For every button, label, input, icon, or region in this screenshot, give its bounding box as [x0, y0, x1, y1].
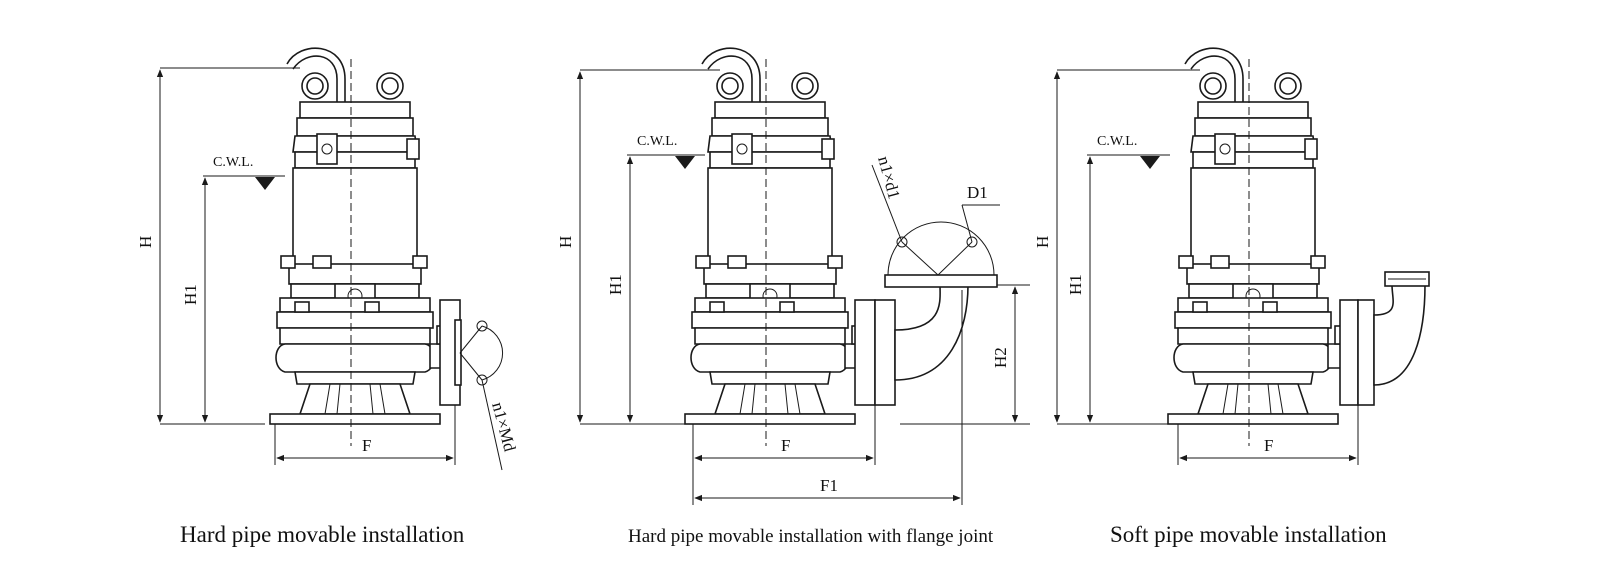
- f1-label: F1: [820, 476, 838, 495]
- h1-label-middle: H1: [606, 274, 625, 295]
- caption-left: Hard pipe movable installation: [180, 522, 465, 547]
- right-figure: [1053, 47, 1430, 465]
- h1-label-right: H1: [1066, 274, 1085, 295]
- h-label-left: H: [136, 236, 155, 248]
- middle-figure: [576, 47, 1030, 505]
- caption-right: Soft pipe movable installation: [1110, 522, 1387, 547]
- f-label-left: F: [362, 436, 371, 455]
- cwl-label-right: C.W.L.: [1097, 134, 1137, 149]
- cwl-label-left: C.W.L.: [213, 155, 253, 170]
- f-label-middle: F: [781, 436, 790, 455]
- cwl-label-middle: C.W.L.: [637, 134, 677, 149]
- n1d1-label: n1×d1: [874, 154, 904, 201]
- h-label-right: H: [1033, 236, 1052, 248]
- d1-label: D1: [967, 183, 988, 202]
- f-label-right: F: [1264, 436, 1273, 455]
- h1-label-left: H1: [181, 284, 200, 305]
- caption-middle: Hard pipe movable installation with flan…: [628, 526, 994, 547]
- left-figure: [156, 47, 504, 471]
- h2-label: H2: [991, 347, 1010, 368]
- h-label-middle: H: [556, 236, 575, 248]
